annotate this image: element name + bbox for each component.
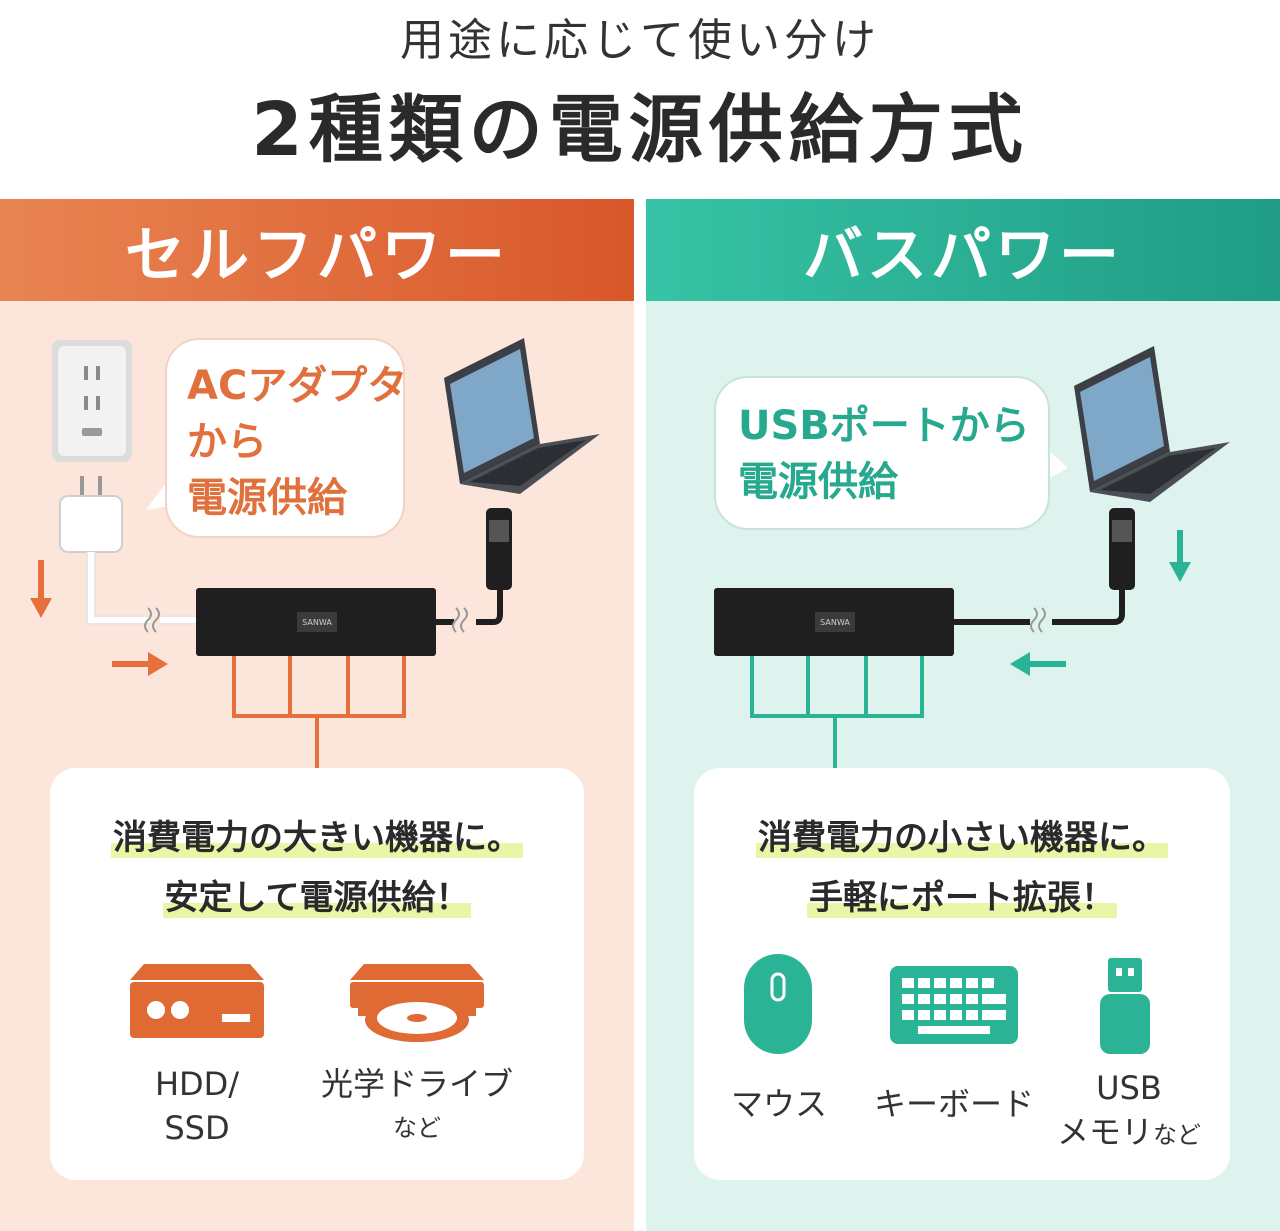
ac-adapter-icon	[59, 476, 198, 633]
port-lines	[750, 656, 924, 768]
mouse-icon	[744, 954, 812, 1054]
device-label: キーボード	[873, 1085, 1034, 1123]
laptop-icon	[1074, 346, 1230, 502]
bus-power-heading: バスパワー	[646, 199, 1280, 301]
bus-power-card: 消費電力の小さい機器に。 手軽にポート拡張！ マウス キーボード USB メモリ…	[694, 768, 1230, 1180]
device-label: HDD/ SSD	[154, 1065, 240, 1147]
keyboard-icon	[890, 966, 1018, 1044]
bubble-tail	[146, 480, 170, 510]
device-label: USB メモリなど	[1056, 1069, 1201, 1151]
port-lines	[232, 656, 406, 768]
hub-logo: SANWA	[820, 618, 850, 627]
optical-drive-icon	[350, 964, 484, 1042]
message-line: 消費電力の大きい機器に。	[111, 818, 523, 858]
hdd-icon	[130, 964, 264, 1038]
laptop-icon	[444, 338, 600, 494]
card-message: 消費電力の小さい機器に。 手軽にポート拡張！	[694, 808, 1230, 928]
device-label: マウス	[730, 1085, 827, 1123]
page-title: 2種類の電源供給方式	[251, 87, 1029, 173]
card-message: 消費電力の大きい機器に。 安定して電源供給！	[50, 808, 584, 928]
usb-hub-icon: SANWA	[714, 508, 1135, 656]
power-flow-arrow-icon	[30, 560, 168, 676]
self-power-heading: セルフパワー	[0, 199, 634, 301]
usb-hub-icon: SANWA	[196, 508, 512, 656]
ac-adapter-bubble: ACアダプタ から 電源供給	[165, 338, 408, 538]
message-line: 安定して電源供給！	[162, 878, 472, 918]
usb-port-bubble: USBポートから 電源供給	[714, 376, 1050, 530]
bubble-line: 電源供給	[738, 459, 898, 505]
wall-outlet-icon	[52, 340, 132, 462]
bubble-line: から	[187, 419, 267, 465]
message-line: 消費電力の小さい機器に。	[756, 818, 1168, 858]
bubble-line: 電源供給	[187, 475, 347, 521]
device-label: 光学ドライブ など	[320, 1065, 513, 1142]
bubble-line: USBポートから	[738, 403, 1030, 449]
message-line: 手軽にポート拡張！	[807, 878, 1117, 918]
bubble-line: ACアダプタ	[187, 363, 408, 409]
subtitle: 用途に応じて使い分け	[400, 15, 880, 66]
bubble-tail	[1046, 448, 1068, 480]
power-flow-arrow-icon	[1010, 530, 1191, 676]
self-power-card: 消費電力の大きい機器に。 安定して電源供給！ HDD/ SSD 光学ドライブ な…	[50, 768, 584, 1180]
usb-memory-icon	[1100, 958, 1150, 1054]
hub-logo: SANWA	[302, 618, 332, 627]
